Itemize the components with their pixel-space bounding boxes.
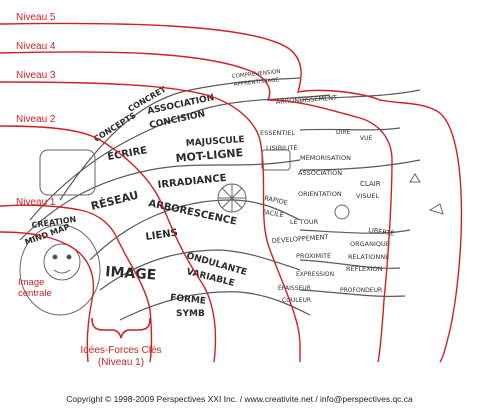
sketch-word-vue: VUE — [360, 135, 372, 142]
sketch-word-developpement: DÉVELOPPEMENT — [272, 232, 329, 245]
sketch-word-relationne: RELATIONNE — [348, 253, 389, 261]
central-image-boundary — [0, 231, 95, 363]
sketch-branches — [19, 77, 421, 321]
sketch-word-apprentissage: APPRENTISSAGE — [234, 77, 280, 88]
level-1-label: Niveau 1 — [16, 197, 56, 208]
central-image-label-line-1: Image — [18, 277, 45, 288]
sketch-word-liens: LIENS — [145, 228, 179, 243]
level-5-boundary — [0, 22, 463, 363]
sketch-word-clair: CLAIR — [360, 180, 381, 188]
sketch-word-irradiance: IRRADIANCE — [157, 173, 227, 191]
sketch-word-majuscule: MAJUSCULE — [186, 135, 245, 149]
sketch-word-profondeur: PROFONDEUR — [340, 287, 382, 294]
level-2-boundary — [0, 125, 217, 363]
sketch-central-shape — [19, 149, 444, 316]
idees-forces-brace — [91, 317, 151, 339]
sketch-word-mot-ligne: MOT-LIGNE — [175, 146, 243, 165]
level-3-label: Niveau 3 — [16, 70, 56, 81]
level-4-label: Niveau 4 — [16, 41, 56, 52]
sketch-word-epaisseur: ÉPAISSEUR — [278, 284, 311, 292]
sketch-word-organique: ORGANIQUE — [350, 240, 390, 248]
sketch-word-proximite: PROXIMITÉ — [296, 251, 331, 260]
sketch-word-couleur: COULEUR — [282, 297, 311, 304]
sketch-word-le-tour: LE TOUR — [290, 218, 319, 226]
sketch-word-lisibilite: LISIBILITÉ — [266, 143, 298, 152]
idees-forces-label: Idées-Forces Clés (Niveau 1) — [56, 345, 186, 369]
central-image-label: Image centrale — [18, 277, 52, 299]
sketch-word-liberte: LIBERTÉ — [368, 225, 395, 238]
sketch-word-reseau: RÉSEAU — [90, 189, 140, 213]
sketch-word-rapide: RAPIDE — [264, 194, 289, 207]
copyright-footer: Copyright © 1998-2009 Perspectives XXI I… — [66, 394, 413, 404]
sketch-word-symb: SYMB — [176, 309, 205, 319]
sketch-word-image: IMAGE — [105, 264, 157, 284]
sketch-word-facile: FACILE — [262, 208, 285, 219]
sketch-word-association-2: ASSOCIATION — [298, 169, 342, 177]
sketch-labels: IMAGE RÉSEAU LIENS ARBORESCENCE IRRADIAN… — [24, 67, 395, 319]
level-boundaries — [0, 22, 463, 363]
level-4-boundary — [0, 51, 393, 363]
sketch-word-memorisation: MÉMORISATION — [300, 153, 351, 162]
level-1-boundary — [0, 204, 153, 363]
sketch-word-dire: DIRE — [336, 129, 351, 136]
sketch-word-reflexion: RÉFLEXION — [346, 264, 383, 273]
level-2-label: Niveau 2 — [16, 114, 56, 125]
sketch-word-forme: FORME — [170, 293, 207, 307]
sketch-word-visuel: VISUEL — [356, 192, 379, 200]
idees-forces-line-2: (Niveau 1) — [97, 357, 145, 368]
level-5-label: Niveau 5 — [16, 12, 56, 23]
sketch-word-orientation: ORIENTATION — [298, 190, 342, 198]
central-image-label-line-2: centrale — [18, 288, 52, 299]
level-3-boundary — [0, 81, 301, 362]
sketch-word-essentiel: ESSENTIEL — [260, 129, 295, 137]
idees-forces-line-1: Idées-Forces Clés — [80, 345, 162, 356]
sketch-word-expression: EXPRESSION — [296, 271, 334, 278]
